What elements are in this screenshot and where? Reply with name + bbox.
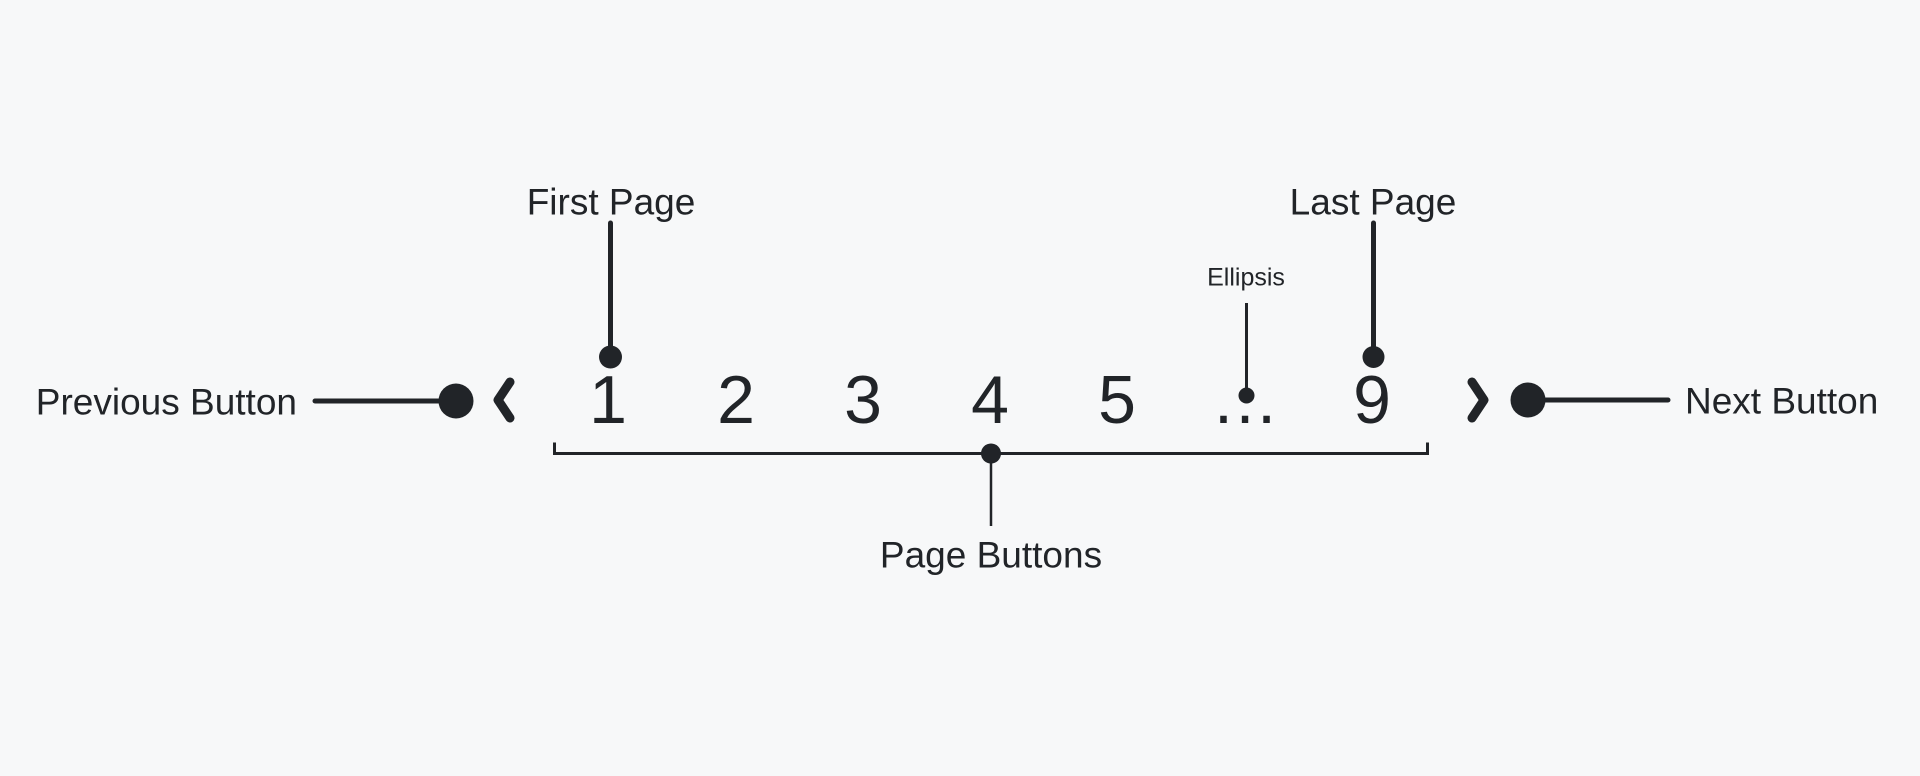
previous-page-button[interactable] [489,377,519,423]
page-button-3[interactable]: 3 [844,362,882,438]
page-buttons-bracket-dot [981,443,1001,464]
page-button-9[interactable]: 9 [1353,362,1391,438]
page-buttons-label: Page Buttons [879,534,1103,576]
page-ellipsis: … [1211,362,1279,438]
page-button-2[interactable]: 2 [717,362,755,438]
page-button-1[interactable]: 1 [589,362,627,438]
ellipsis-label: Ellipsis [1207,263,1285,292]
next-page-button[interactable] [1463,377,1493,423]
chevron-left-icon [493,377,515,423]
first-page-label: First Page [526,181,696,223]
previous-button-label: Previous Button [35,381,297,423]
page-buttons-bracket [553,442,1429,455]
chevron-right-icon [1467,377,1489,423]
next-button-label: Next Button [1685,380,1879,422]
previous-connector-dot [438,383,474,419]
page-button-4[interactable]: 4 [971,362,1009,438]
next-connector-dot [1510,382,1546,418]
last-page-label: Last Page [1289,181,1457,223]
page-button-5[interactable]: 5 [1098,362,1136,438]
